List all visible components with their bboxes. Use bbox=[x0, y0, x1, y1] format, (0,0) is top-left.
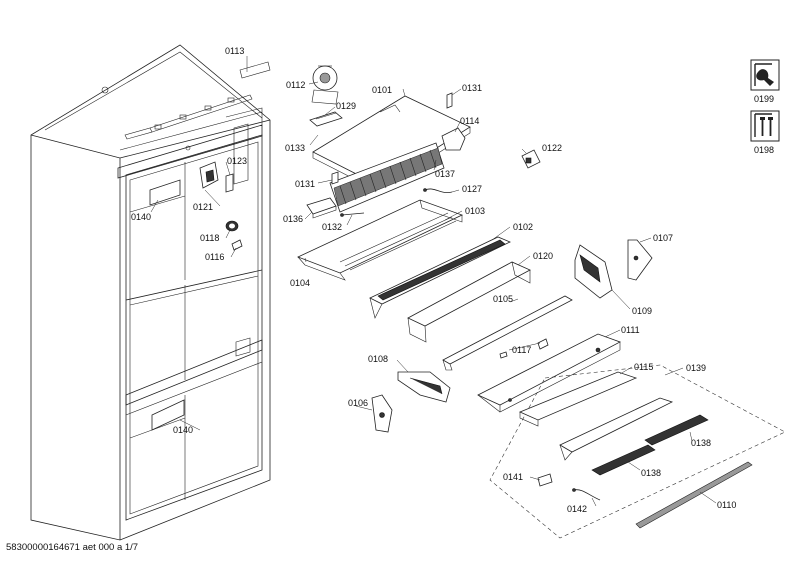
sensor-0122 bbox=[521, 149, 541, 169]
label-0108: 0108 bbox=[368, 354, 388, 364]
accessory-kit-0139 bbox=[489, 364, 786, 539]
clip-0141 bbox=[537, 473, 553, 487]
bracket-0107 bbox=[627, 239, 653, 281]
label-0132: 0132 bbox=[322, 222, 342, 232]
label-0117: 0117 bbox=[512, 345, 531, 355]
label-0112: 0112 bbox=[286, 80, 305, 90]
bracket-0129 bbox=[309, 111, 343, 127]
label-0123: 0123 bbox=[227, 156, 247, 166]
housing-0114 bbox=[441, 127, 466, 151]
wire-0127 bbox=[423, 188, 453, 194]
label-0140-lower: 0140 bbox=[173, 425, 193, 435]
fan-0112 bbox=[311, 65, 339, 105]
panel-0111 bbox=[477, 333, 621, 413]
label-0107: 0107 bbox=[653, 233, 673, 243]
thermostat-housing-0123 bbox=[199, 161, 234, 193]
clip-0131b bbox=[331, 171, 339, 185]
label-0118: 0118 bbox=[200, 233, 219, 243]
label-0122: 0122 bbox=[542, 143, 562, 153]
rod-0110 bbox=[635, 461, 753, 529]
label-0133: 0133 bbox=[285, 143, 305, 153]
label-0115: 0115 bbox=[634, 362, 653, 372]
strip-0115 bbox=[518, 371, 638, 427]
label-0103: 0103 bbox=[465, 206, 485, 216]
label-0101: 0101 bbox=[372, 85, 392, 95]
drip-tray-0103 bbox=[296, 199, 464, 281]
label-0129: 0129 bbox=[336, 101, 356, 111]
evaporator-0137 bbox=[329, 142, 445, 213]
label-0114: 0114 bbox=[460, 116, 479, 126]
plate-0102 bbox=[369, 236, 511, 319]
screws-kit-icon: 0198 bbox=[750, 110, 780, 155]
hinge-0108 bbox=[397, 371, 451, 403]
leader-lines bbox=[150, 56, 717, 507]
holder-0139 bbox=[559, 397, 674, 461]
label-0131-bottom: 0131 bbox=[295, 179, 315, 189]
clip-0116 bbox=[231, 239, 243, 251]
label-0199: 0199 bbox=[754, 94, 774, 104]
label-0121: 0121 bbox=[193, 202, 213, 212]
holder-0136 bbox=[306, 197, 337, 219]
label-0104: 0104 bbox=[290, 278, 310, 288]
label-0116: 0116 bbox=[205, 252, 224, 262]
fan-tool-kit-icon: 0199 bbox=[750, 59, 780, 104]
drain-channel-0120 bbox=[407, 261, 531, 343]
grip-0138a bbox=[644, 414, 709, 446]
part-labels: 0113 0112 0129 0101 0131 0133 0114 0122 … bbox=[131, 46, 736, 514]
label-0136: 0136 bbox=[283, 214, 303, 224]
rail-0105 bbox=[442, 295, 573, 371]
label-0120: 0120 bbox=[533, 251, 553, 261]
ring-0118 bbox=[225, 220, 239, 232]
heater-0132 bbox=[340, 212, 365, 217]
label-0110: 0110 bbox=[717, 500, 736, 510]
cabinet-body bbox=[30, 44, 271, 541]
grip-0138b bbox=[591, 444, 656, 476]
label-0138-left: 0138 bbox=[641, 468, 661, 478]
label-0106: 0106 bbox=[348, 398, 368, 408]
label-0142: 0142 bbox=[567, 504, 587, 514]
document-id: 58300000164671 aet 000 a 1/7 bbox=[6, 542, 139, 553]
cable-0142 bbox=[572, 488, 601, 501]
label-0141: 0141 bbox=[503, 472, 523, 482]
label-0113: 0113 bbox=[225, 46, 244, 56]
label-0102: 0102 bbox=[513, 222, 533, 232]
holder-0131a bbox=[446, 92, 453, 109]
label-0139: 0139 bbox=[686, 363, 706, 373]
label-0140-upper: 0140 bbox=[131, 212, 151, 222]
label-0198: 0198 bbox=[754, 145, 774, 155]
label-0109: 0109 bbox=[632, 306, 652, 316]
bracket-0106 bbox=[371, 394, 393, 433]
label-0105: 0105 bbox=[493, 294, 513, 304]
hinge-0109 bbox=[574, 244, 613, 299]
label-0131-top: 0131 bbox=[462, 83, 482, 93]
label-0111: 0111 bbox=[621, 325, 640, 335]
label-0138-right: 0138 bbox=[691, 438, 711, 448]
label-0127: 0127 bbox=[462, 184, 482, 194]
label-0137: 0137 bbox=[435, 169, 455, 179]
part-0117 bbox=[499, 338, 549, 359]
